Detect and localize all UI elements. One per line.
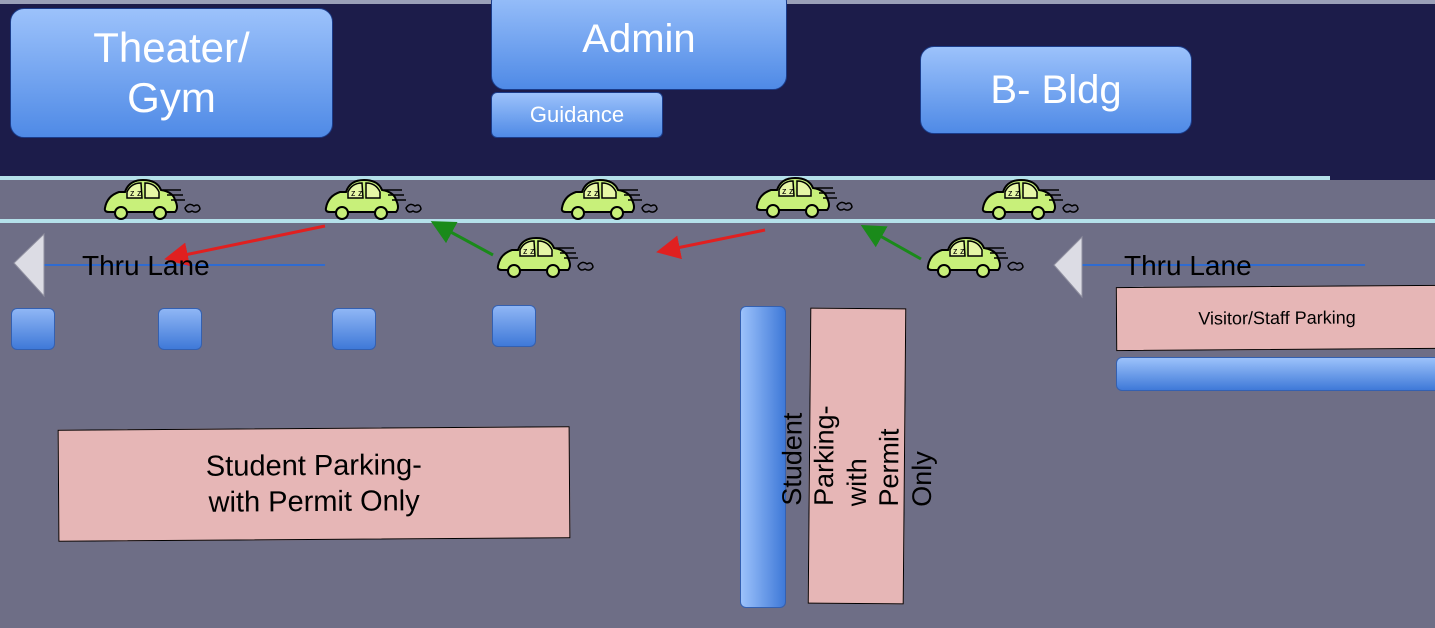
sign-student-parking-left: Student Parking- with Permit Only bbox=[57, 426, 571, 542]
parking-marker-1 bbox=[11, 308, 55, 350]
arrow-left-icon bbox=[164, 224, 326, 267]
car-icon bbox=[981, 179, 1079, 220]
arrow-left-icon bbox=[430, 221, 494, 257]
car-icon bbox=[324, 179, 422, 220]
car-icon bbox=[755, 177, 853, 218]
building-b-bldg-label: B- Bldg bbox=[990, 68, 1122, 112]
car-icon bbox=[496, 237, 594, 278]
car-icon bbox=[103, 179, 201, 220]
sign-visitor-staff-parking-label: Visitor/Staff Parking bbox=[1198, 306, 1356, 329]
sign-student-parking-vertical: Student Parking- with Permit Only bbox=[777, 307, 937, 605]
sign-student-parking-left-label: Student Parking- with Permit Only bbox=[205, 448, 422, 519]
building-theater-gym: Theater/ Gym bbox=[10, 8, 333, 138]
thru-lane-label-left: Thru Lane bbox=[82, 250, 210, 281]
car-icon bbox=[560, 179, 658, 220]
building-guidance: Guidance bbox=[491, 92, 663, 138]
building-guidance-label: Guidance bbox=[529, 101, 625, 127]
parking-divider-horizontal bbox=[1116, 357, 1435, 391]
building-b-bldg: B- Bldg bbox=[920, 46, 1192, 134]
building-admin: Admin bbox=[491, 0, 787, 90]
curb-line-lower bbox=[0, 219, 1435, 223]
parking-marker-2 bbox=[158, 308, 202, 350]
building-theater-gym-label: Theater/ Gym bbox=[93, 23, 250, 121]
car-icon bbox=[926, 237, 1024, 278]
arrow-left-icon bbox=[860, 225, 922, 261]
curb-line-upper bbox=[0, 176, 1330, 180]
parking-marker-3 bbox=[332, 308, 376, 350]
thru-lane-label-right: Thru Lane bbox=[1124, 250, 1252, 281]
parking-divider-vertical bbox=[740, 306, 786, 608]
parking-marker-4 bbox=[492, 305, 536, 347]
building-admin-label: Admin bbox=[582, 17, 696, 61]
triangle-left-icon bbox=[1053, 235, 1083, 299]
sign-visitor-staff-parking: Visitor/Staff Parking bbox=[1115, 284, 1435, 352]
triangle-left-icon bbox=[13, 232, 45, 298]
sign-student-parking-vertical-label: Student Parking- with Permit Only bbox=[776, 405, 937, 507]
arrow-left-icon bbox=[656, 228, 766, 260]
